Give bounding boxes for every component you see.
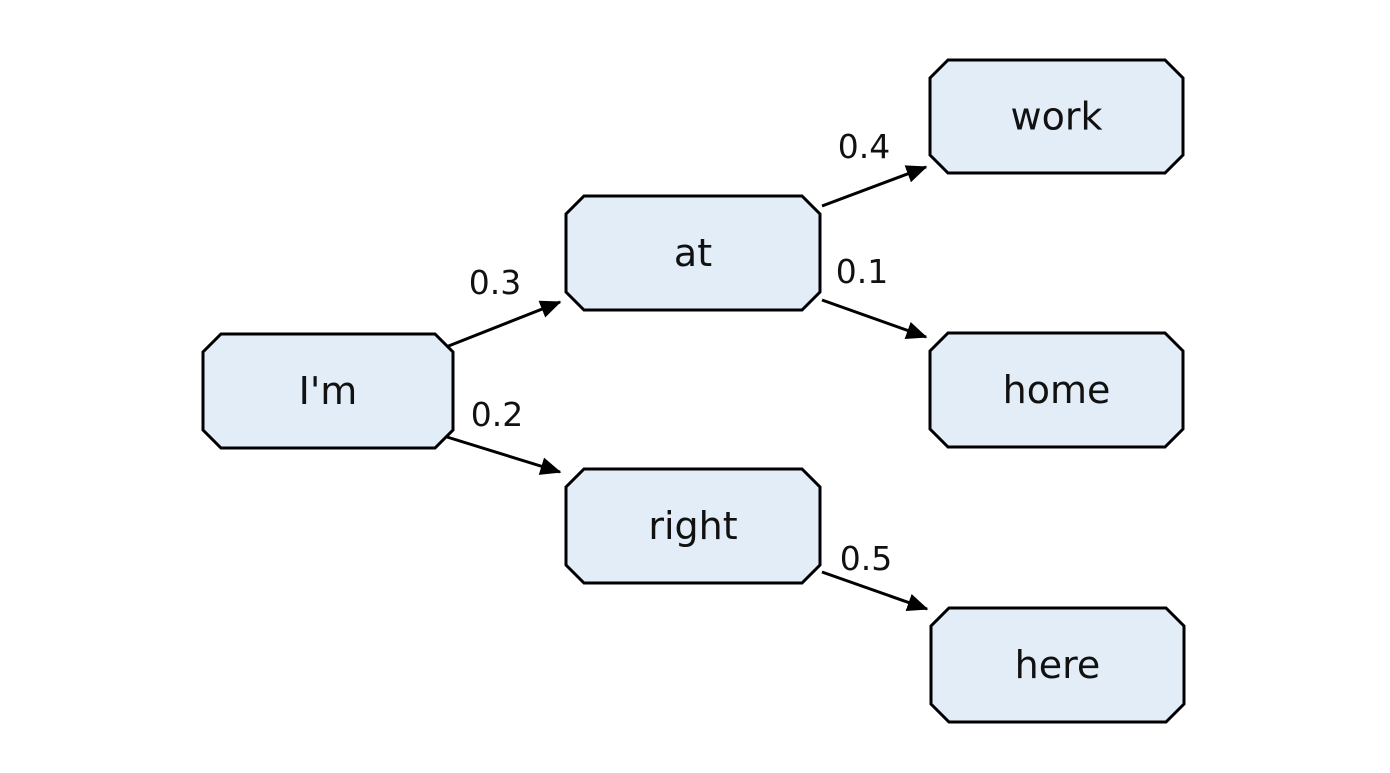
node-label-at: at — [674, 231, 712, 275]
node-at — [564, 194, 822, 312]
edge-right-here — [821, 570, 929, 612]
node-label-home: home — [1003, 368, 1111, 412]
node-right — [564, 467, 822, 585]
edge-label-im-right: 0.2 — [471, 395, 523, 434]
edge-label-right-here: 0.5 — [840, 539, 892, 578]
node-label-here: here — [1015, 643, 1101, 687]
edge-label-im-at: 0.3 — [469, 263, 521, 302]
edge-at-work — [821, 165, 928, 208]
edges-layer — [445, 165, 929, 612]
edge-labels-layer: 0.3 0.2 0.4 0.1 0.5 — [469, 127, 892, 578]
edge-at-home — [821, 298, 928, 339]
edge-label-at-work: 0.4 — [838, 127, 890, 166]
edge-label-at-home: 0.1 — [836, 252, 888, 291]
edge-im-right — [446, 435, 562, 475]
node-label-right: right — [648, 504, 737, 548]
node-im — [201, 332, 455, 450]
node-here — [929, 606, 1186, 724]
node-home — [928, 331, 1185, 449]
nodes-layer: I'm at right work home here — [201, 58, 1186, 724]
node-work — [928, 58, 1185, 175]
edge-im-at — [445, 300, 562, 349]
node-label-im: I'm — [299, 369, 358, 413]
node-label-work: work — [1011, 95, 1103, 139]
